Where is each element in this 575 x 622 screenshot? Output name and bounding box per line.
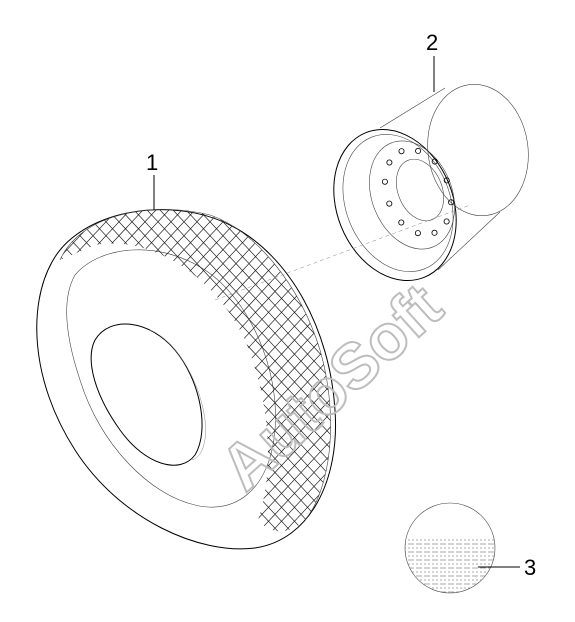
rim-back-flange bbox=[427, 83, 529, 217]
tread-hatch-line bbox=[60, 209, 291, 532]
tread-hatch-line bbox=[442, 150, 575, 600]
tread-hatch-line bbox=[155, 209, 331, 532]
tread-hatch-line bbox=[403, 150, 575, 600]
tread-hatch-line bbox=[507, 150, 575, 600]
bolt-hole bbox=[414, 230, 421, 237]
rim-front-flange bbox=[333, 128, 457, 282]
tread-hatch-line bbox=[494, 150, 575, 600]
tread-hatch-line bbox=[429, 150, 575, 600]
tire-tread-edge bbox=[59, 209, 331, 521]
rim-barrel-bottom bbox=[437, 211, 501, 271]
tread-hatch-line bbox=[455, 150, 575, 600]
bolt-hole bbox=[398, 148, 405, 155]
tread-hatch-line bbox=[390, 150, 575, 600]
assembly-axis bbox=[214, 204, 471, 301]
tread-hatch-line bbox=[207, 209, 331, 532]
tread-hatch-line bbox=[390, 150, 575, 600]
tread-hatch-line bbox=[220, 209, 331, 532]
tread-hatch-line bbox=[60, 209, 265, 532]
tread-hatch-line bbox=[60, 209, 252, 532]
tread-hatch-line bbox=[403, 150, 575, 600]
rim-bolt-holes bbox=[381, 147, 455, 237]
tire-bore bbox=[90, 323, 203, 466]
tread-hatch-line bbox=[60, 209, 265, 532]
tread-hatch-line bbox=[60, 209, 174, 532]
bolt-hole bbox=[448, 199, 455, 206]
tread-hatch-line bbox=[60, 209, 278, 532]
tread-hatch-line bbox=[377, 150, 575, 600]
detail-sample-hatch bbox=[405, 539, 495, 593]
tread-hatch-line bbox=[233, 209, 331, 532]
callout-label-2: 2 bbox=[426, 30, 438, 55]
tread-hatch-line bbox=[455, 150, 575, 600]
tread-hatch-line bbox=[377, 150, 575, 600]
tread-hatch-line bbox=[468, 150, 575, 600]
tread-hatch-line bbox=[60, 209, 174, 532]
bolt-hole bbox=[381, 178, 388, 185]
tread-hatch-line bbox=[60, 209, 291, 532]
tread-hatch-line bbox=[60, 209, 226, 532]
tire-tread bbox=[60, 150, 575, 600]
tread-hatch-line bbox=[429, 150, 575, 600]
tread-hatch-line bbox=[60, 209, 278, 532]
tread-hatch-line bbox=[468, 150, 575, 600]
tread-hatch-line bbox=[142, 209, 331, 532]
bolt-hole bbox=[415, 147, 422, 154]
tire[interactable] bbox=[0, 150, 575, 600]
tread-hatch-line bbox=[494, 150, 575, 600]
tread-hatch-line bbox=[194, 209, 331, 532]
detail-sample[interactable] bbox=[400, 502, 500, 594]
bolt-hole bbox=[398, 219, 405, 226]
bolt-hole bbox=[431, 229, 438, 236]
rim-front-flange-inner bbox=[342, 134, 454, 272]
tread-hatch-line bbox=[220, 209, 331, 532]
tread-hatch-line bbox=[60, 209, 304, 532]
bolt-hole bbox=[386, 200, 393, 207]
tread-hatch-line bbox=[60, 209, 330, 532]
tread-hatch-line bbox=[60, 209, 213, 532]
tread-hatch-line bbox=[60, 209, 252, 532]
tire-sidewall bbox=[66, 249, 276, 508]
tire-outer-outline bbox=[36, 209, 337, 550]
tread-hatch-line bbox=[507, 150, 575, 600]
tire-bore-inner bbox=[149, 329, 206, 461]
tread-hatch-line bbox=[60, 209, 304, 532]
tread-hatch-line bbox=[481, 150, 575, 600]
rim-barrel-top bbox=[379, 87, 446, 129]
bolt-hole bbox=[431, 158, 438, 165]
tread-hatch-line bbox=[60, 209, 187, 532]
tread-hatch-line bbox=[60, 209, 239, 532]
bolt-hole bbox=[443, 177, 450, 184]
rim[interactable] bbox=[312, 78, 537, 299]
tread-hatch-line bbox=[60, 209, 239, 532]
tread-hatch-line bbox=[442, 150, 575, 600]
tread-hatch-line bbox=[481, 150, 575, 600]
tread-hatch-line bbox=[60, 209, 330, 532]
tread-hatch-line bbox=[233, 209, 331, 532]
rim-center-bore bbox=[396, 158, 444, 222]
tread-hatch-line bbox=[60, 209, 200, 532]
tread-hatch-line bbox=[416, 150, 575, 600]
tread-hatch-line bbox=[60, 209, 317, 532]
tread-hatch-line bbox=[60, 209, 317, 532]
tread-hatch-line bbox=[129, 209, 331, 532]
tread-hatch-line bbox=[416, 150, 575, 600]
callout-label-3: 3 bbox=[524, 555, 536, 580]
tread-hatch-line bbox=[60, 209, 200, 532]
callout-label-1: 1 bbox=[146, 150, 158, 175]
bolt-hole bbox=[443, 218, 450, 225]
bolt-hole bbox=[386, 159, 393, 166]
